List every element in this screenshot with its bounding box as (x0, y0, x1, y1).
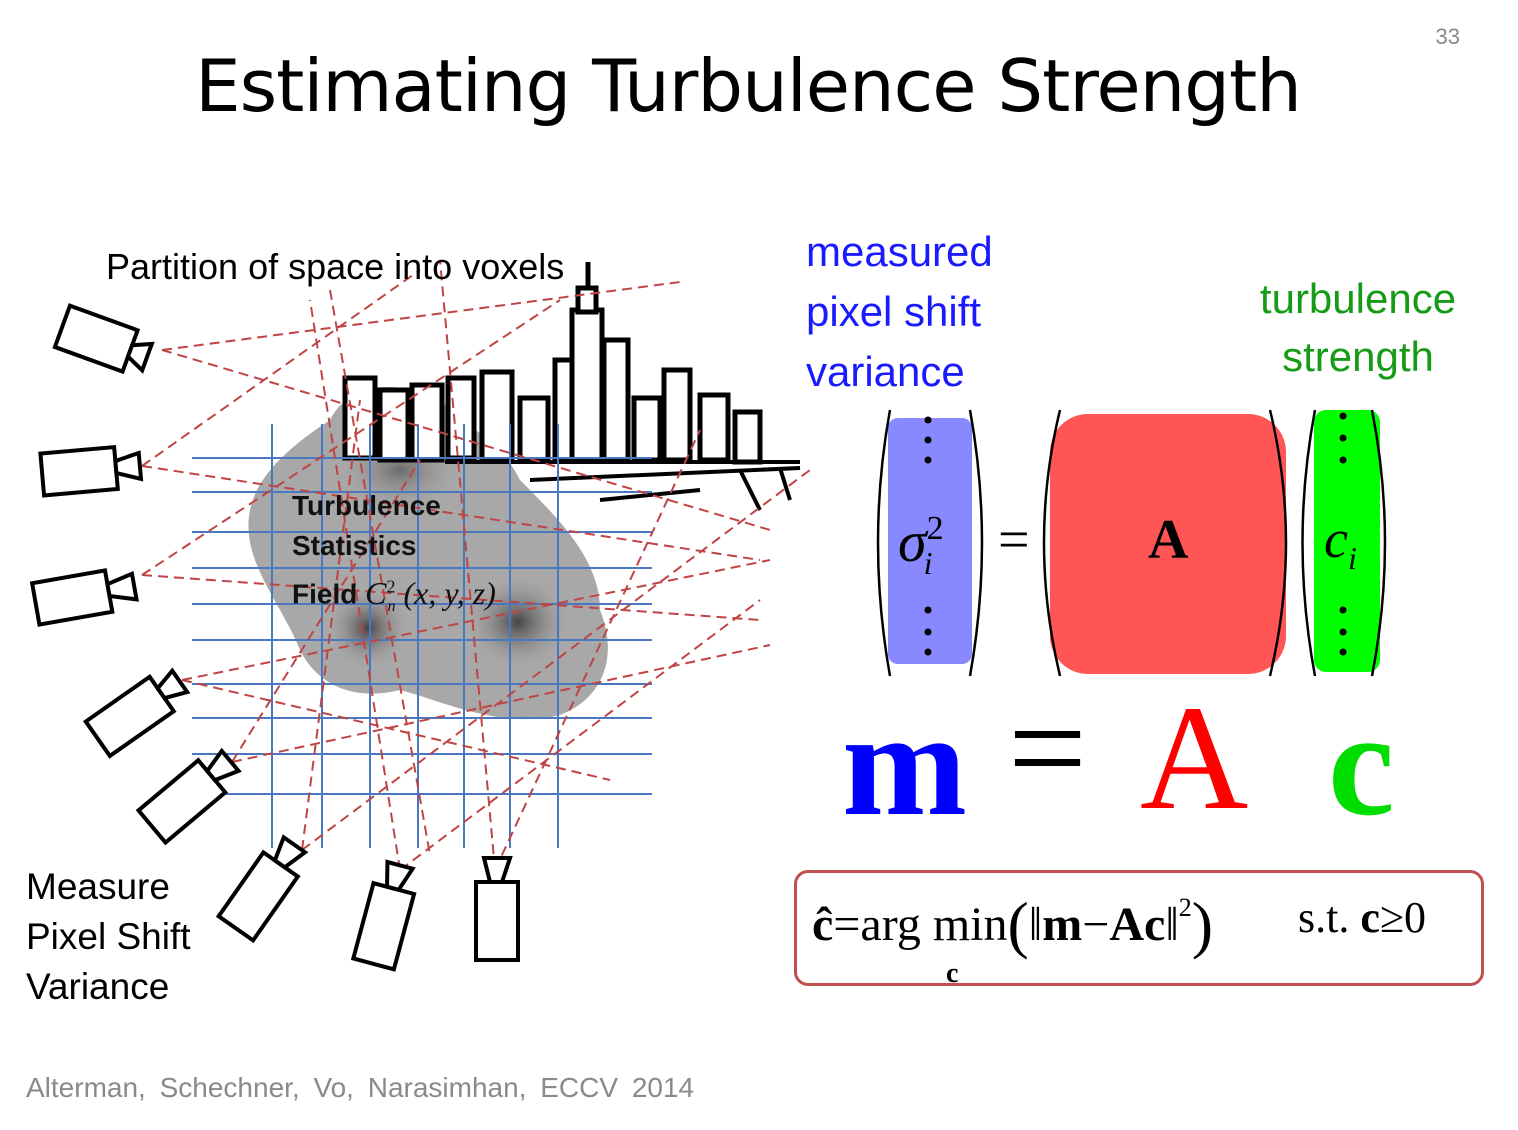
optimization-box (794, 870, 1484, 986)
matrix-equation (876, 409, 1387, 677)
field-line-3: Field C2n (x, y, z) (292, 574, 496, 616)
measure-line-3: Variance (26, 966, 170, 1007)
green-line-1: turbulence (1259, 275, 1457, 322)
measure-label: Measure Pixel Shift Variance (26, 862, 191, 1012)
camera-rays (141, 259, 811, 871)
camera-icon (29, 303, 520, 972)
turbulence-strength-label: turbulence strength (1240, 270, 1476, 386)
measure-line-2: Pixel Shift (26, 916, 191, 957)
m-vector (888, 418, 972, 664)
blue-line-1: measured (806, 228, 993, 275)
partition-label: Partition of space into voxels (106, 246, 565, 287)
measure-line-1: Measure (26, 866, 170, 907)
field-line-1: Turbulence (292, 490, 441, 521)
sigma-symbol: σ2i (898, 509, 944, 581)
optimization-formula: ĉ=arg min(‖m−Ac‖2) (812, 889, 1214, 960)
field-line-2: Statistics (292, 530, 417, 561)
blue-line-2: pixel shift (806, 288, 982, 335)
slide-number: 33 (1435, 24, 1460, 49)
green-line-2: strength (1282, 333, 1434, 380)
turbulence-field-label: Turbulence Statistics Field C2n (x, y, z… (292, 486, 496, 627)
voxel-diagram (29, 259, 811, 972)
blue-line-3: variance (806, 348, 965, 395)
constraint: s.t. c≥0 (1298, 893, 1427, 942)
big-a: A (1140, 675, 1249, 841)
measured-variance-label: measured pixel shift variance (806, 222, 993, 402)
matrix-a-label: A (1148, 509, 1189, 571)
city-skyline-icon (342, 262, 763, 465)
voxel-grid (192, 424, 652, 848)
a-matrix (1050, 414, 1286, 674)
slide-title: Estimating Turbulence Strength (195, 44, 1302, 128)
big-c: c (1328, 681, 1395, 847)
ci-symbol: ci (1324, 509, 1357, 576)
big-equals: = (1008, 671, 1087, 826)
citation: Alterman, Schechner, Vo, Narasimhan, ECC… (26, 1072, 695, 1103)
argmin-subscript: c (946, 958, 959, 989)
cn2-symbol: C2n (x, y, z) (365, 574, 496, 616)
c-vector (1314, 410, 1380, 672)
big-m: m (842, 681, 967, 847)
matrix-equals: = (998, 509, 1030, 571)
